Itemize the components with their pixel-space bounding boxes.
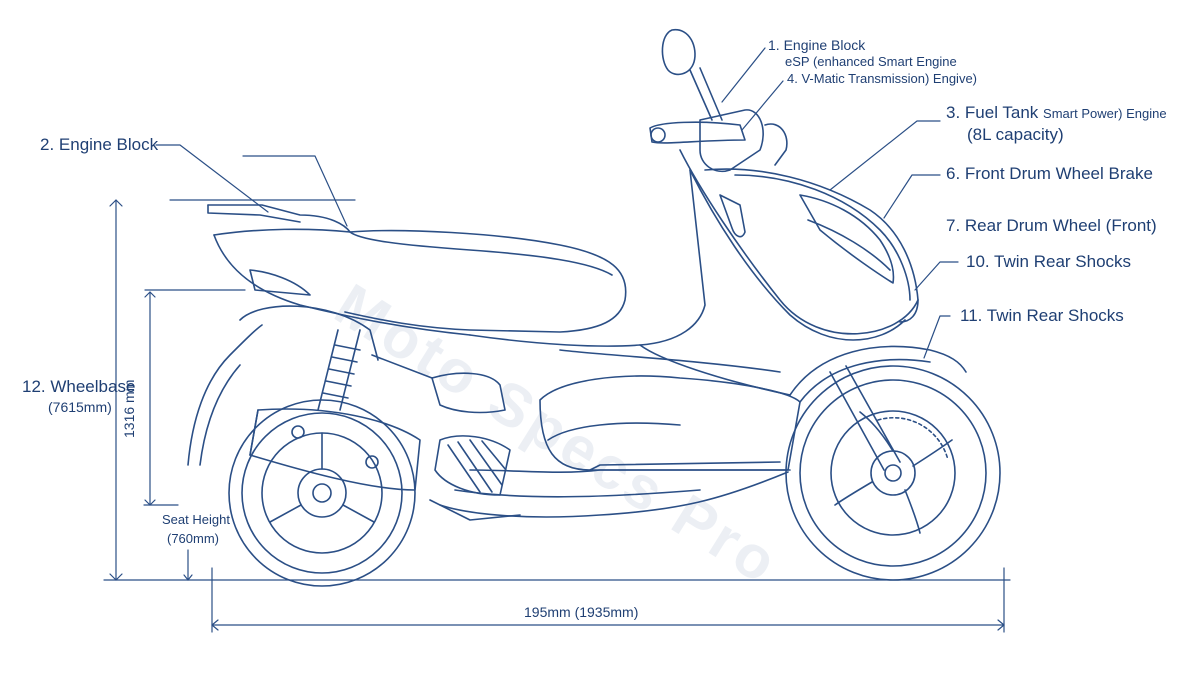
callout-1-subtitle: eSP (enhanced Smart Engine — [785, 54, 957, 69]
rear-wheel — [228, 399, 416, 587]
muffler — [249, 408, 421, 491]
front-wheel — [785, 365, 1001, 581]
callout-leaders — [144, 47, 959, 359]
rear-shock — [187, 305, 379, 466]
callout-10: 10. Twin Rear Shocks — [966, 252, 1132, 271]
callout-3-tail: Smart Power) Engine — [1043, 106, 1167, 121]
handlebar-mirror — [649, 29, 788, 172]
wheelbase-title: 12. Wheelbase — [22, 377, 136, 396]
lower-body — [439, 375, 801, 518]
callout-4: 4. V-Matic Transmission) Engive) — [787, 71, 978, 86]
callout-3-title: 3. Fuel Tank Smart Power) Engine — [946, 103, 1167, 123]
callout-3-name: 3. Fuel Tank — [946, 103, 1039, 122]
height-vertical-label: 1316 mm — [121, 379, 137, 438]
callout-11: 11. Twin Rear Shocks — [960, 306, 1124, 325]
callout-2: 2. Engine Block — [40, 135, 159, 154]
wheelbase-value: (7615mm) — [48, 399, 112, 415]
callout-7: 7. Rear Drum Wheel (Front) — [946, 216, 1157, 235]
engine-block — [371, 354, 521, 521]
front-fork — [789, 345, 967, 471]
overall-length-label: 195mm (1935mm) — [524, 604, 639, 620]
front-body — [679, 149, 919, 341]
dimension-lines — [103, 199, 1011, 633]
seat-body — [207, 169, 791, 396]
callout-1-title: 1. Engine Block — [768, 37, 866, 53]
seat-height-value: (760mm) — [167, 531, 220, 546]
seat-height-title: Seat Height — [162, 512, 230, 527]
callout-3-capacity: (8L capacity) — [967, 125, 1064, 144]
callout-6: 6. Front Drum Wheel Brake — [946, 164, 1153, 183]
